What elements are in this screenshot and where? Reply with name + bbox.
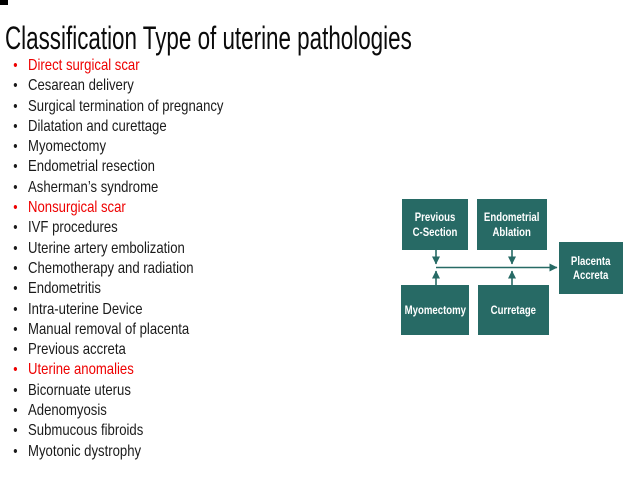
list-item: Uterine artery embolization [10,239,223,260]
diagram-node-endometrial-ablation: Endometrial Ablation [477,199,547,250]
list-item: Cesarean delivery [10,76,223,97]
diagram-node-label: Placenta Accreta [571,253,611,282]
flow-arrows [432,250,558,285]
list-item: Myotonic dystrophy [10,442,223,463]
list-item: Asherman’s syndrome [10,178,223,199]
list-item: Surgical termination of pregnancy [10,97,223,118]
list-item: Direct surgical scar [10,56,223,77]
diagram-node-label: Previous C-Section [412,210,458,239]
corner-artifact [0,0,8,5]
diagram-node-curretage: Curretage [478,285,549,335]
diagram-node-label: Myomectomy [404,302,466,317]
list-item: Adenomyosis [10,401,223,422]
diagram-node-label: Curretage [490,302,537,317]
pathology-flow-diagram: Previous C-Section Endometrial Ablation … [395,194,638,340]
slide-title: Classification Type of uterine pathologi… [5,20,412,56]
list-item: Endometritis [10,279,223,300]
list-item: Submucous fibroids [10,421,223,442]
list-item: Dilatation and curettage [10,117,223,138]
diagram-node-label: Endometrial Ablation [484,210,540,239]
diagram-node-myomectomy: Myomectomy [401,285,469,335]
list-item: Myomectomy [10,137,223,158]
list-item: Previous accreta [10,340,223,361]
list-item: Nonsurgical scar [10,198,223,219]
list-item: Manual removal of placenta [10,320,223,341]
diagram-node-previous-c-section: Previous C-Section [402,199,468,250]
list-item: Chemotherapy and radiation [10,259,223,280]
list-item: Intra-uterine Device [10,300,223,321]
bullet-list: Direct surgical scar Cesarean delivery S… [10,56,270,462]
list-item: Uterine anomalies [10,360,223,381]
list-item: IVF procedures [10,218,223,239]
diagram-node-placenta-accreta: Placenta Accreta [559,242,623,294]
list-item: Bicornuate uterus [10,381,223,402]
list-item: Endometrial resection [10,157,223,178]
